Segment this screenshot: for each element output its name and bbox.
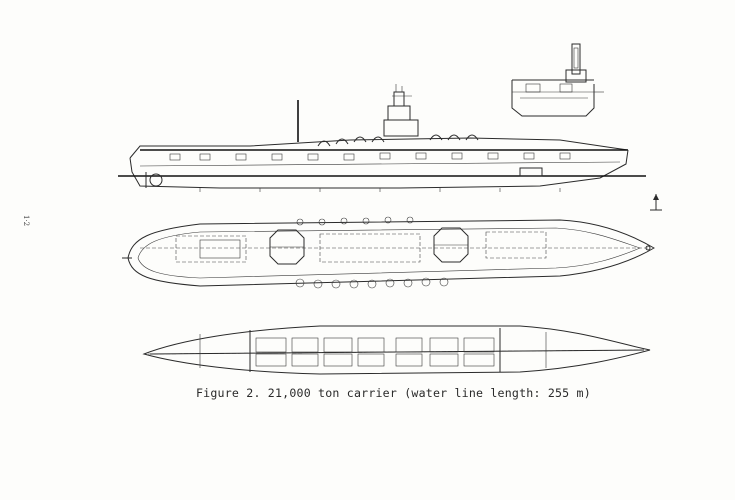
- margin-annotation: 1·2: [22, 215, 30, 227]
- hull-plan-view: [142, 325, 651, 375]
- midship-section-view: [511, 43, 604, 117]
- scale-marker: [650, 194, 662, 211]
- figure-caption: Figure 2. 21,000 ton carrier (water line…: [196, 386, 591, 400]
- side-elevation-view: [118, 84, 646, 192]
- flight-deck-plan-view: [122, 216, 655, 289]
